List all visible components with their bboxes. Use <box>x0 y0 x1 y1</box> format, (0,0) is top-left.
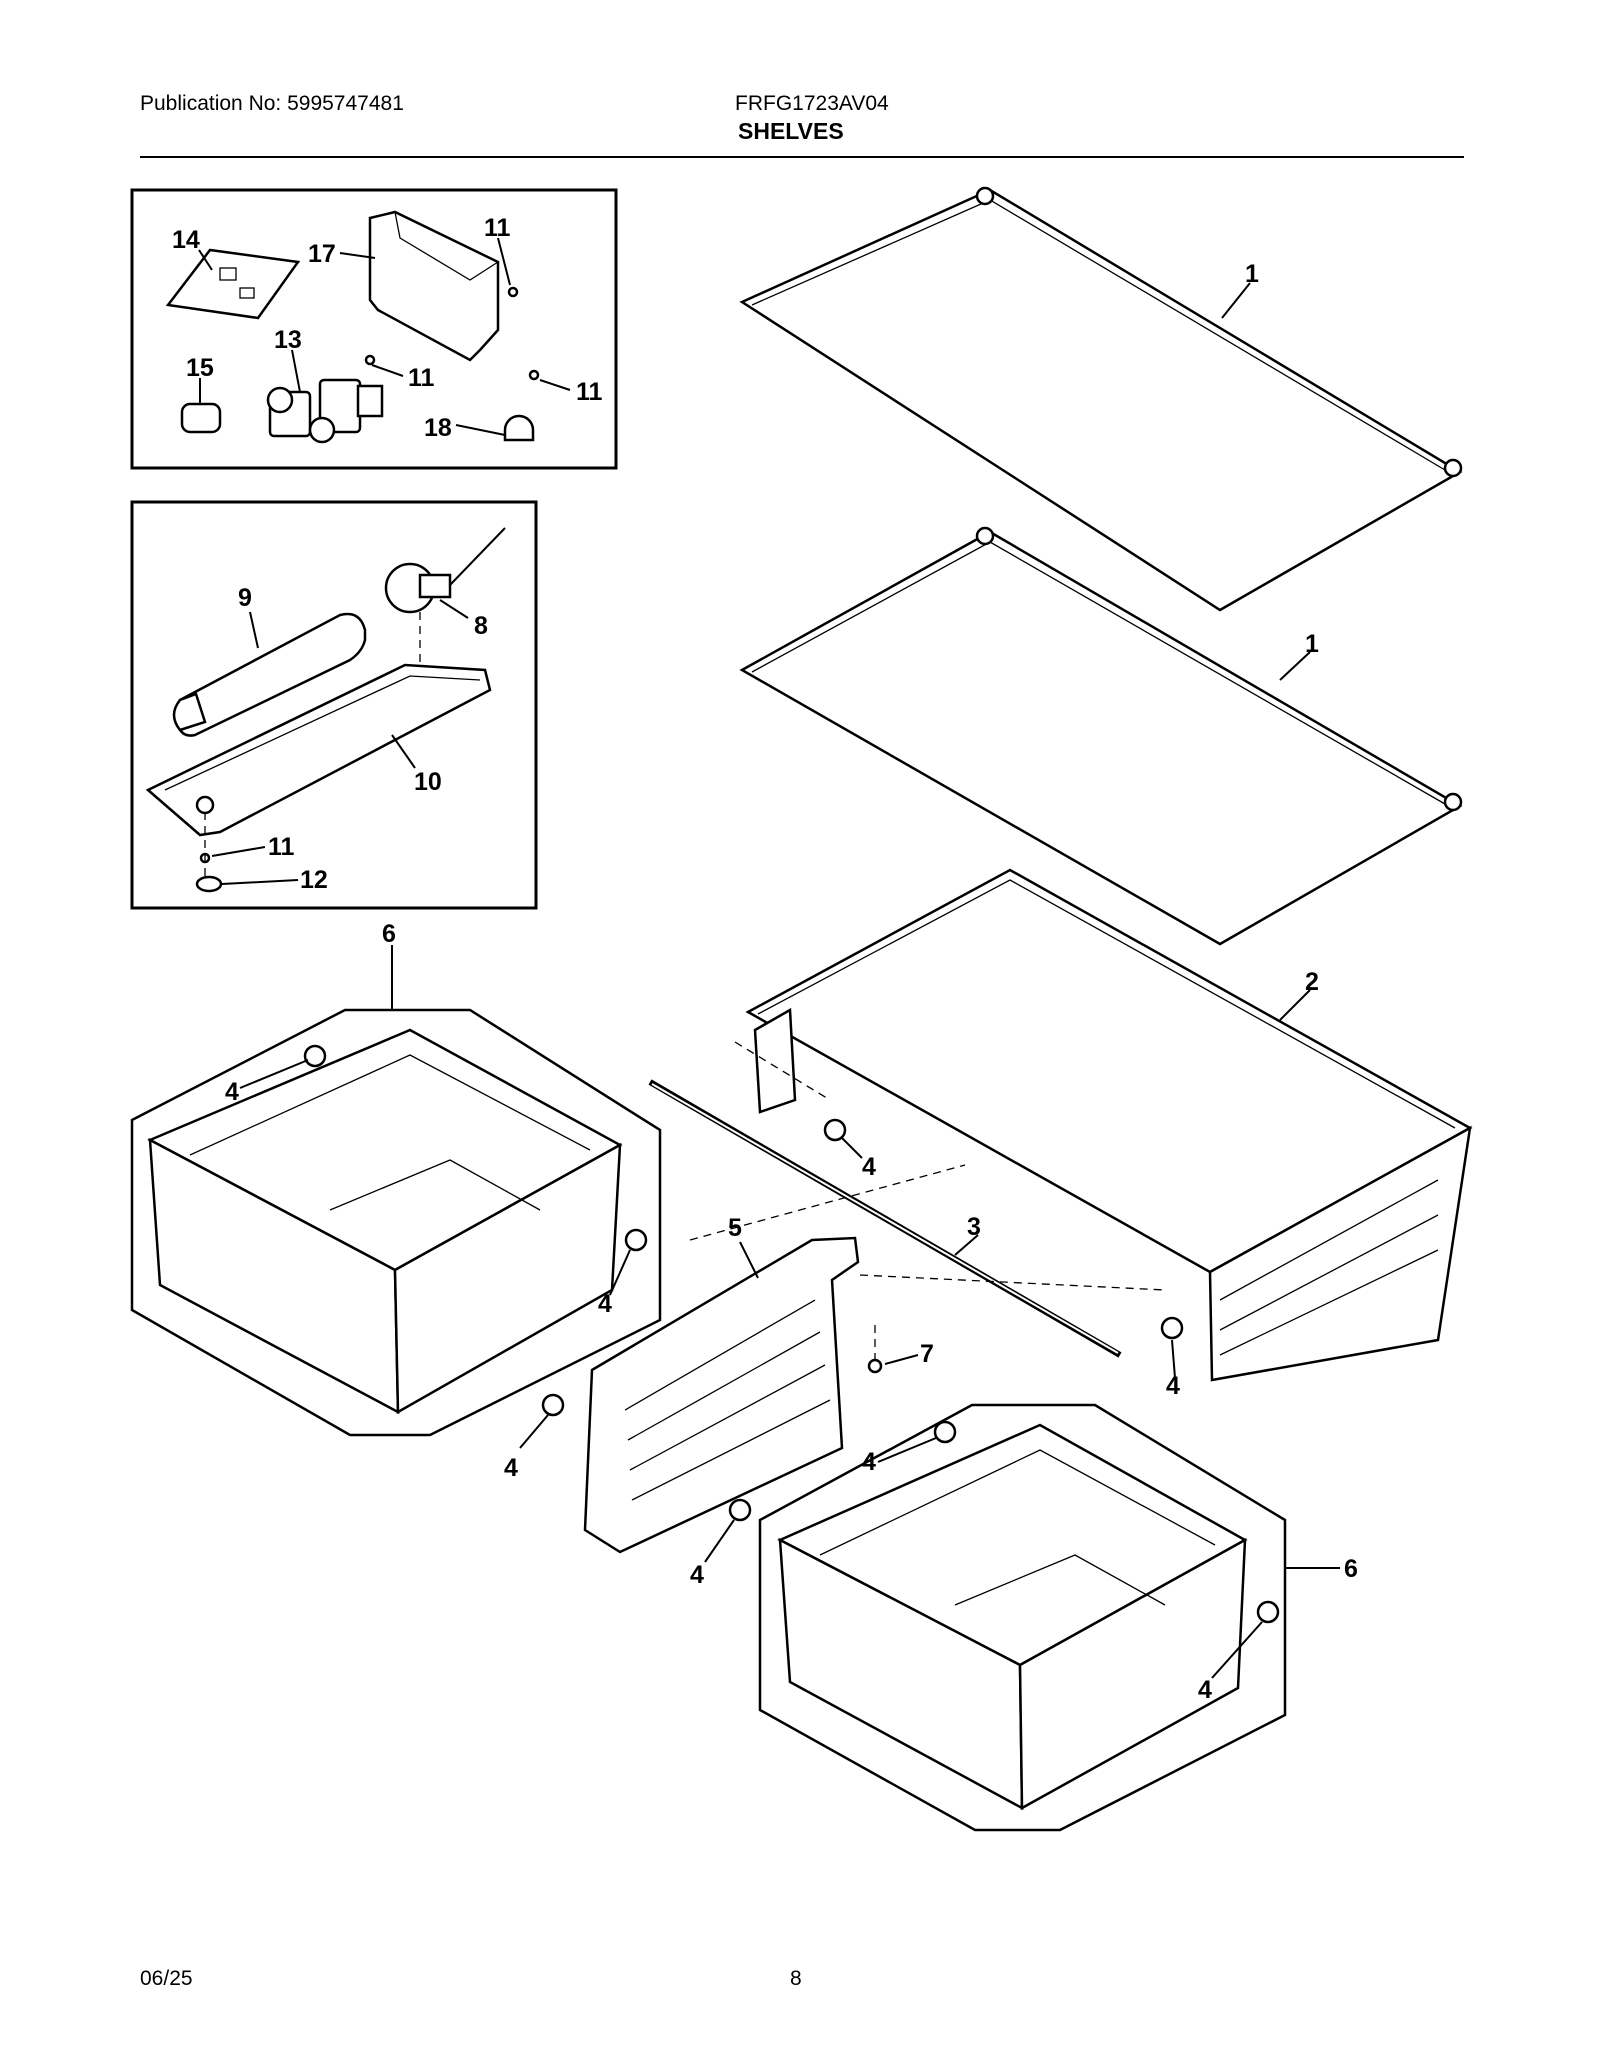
inset-water-filter: 9 8 10 11 12 <box>130 500 538 910</box>
callout-13: 13 <box>274 326 302 354</box>
callout-7: 7 <box>920 1340 934 1368</box>
callout-4: 4 <box>862 1153 876 1181</box>
callout-4: 4 <box>225 1078 239 1106</box>
callout-2: 2 <box>1305 968 1319 996</box>
callout-3: 3 <box>967 1213 981 1241</box>
part-14-plate <box>165 248 301 320</box>
callout-4: 4 <box>690 1561 704 1589</box>
part-9-filter-cartridge <box>172 612 367 737</box>
screw-7 <box>867 1358 883 1374</box>
callout-10: 10 <box>414 768 442 796</box>
callout-12: 12 <box>300 866 328 894</box>
callout-9: 9 <box>238 584 252 612</box>
callout-18: 18 <box>424 414 452 442</box>
callout-1: 1 <box>1305 630 1319 658</box>
part-8-filter-head <box>384 527 506 614</box>
center-divider <box>583 1236 860 1554</box>
part-18-clip <box>503 414 535 442</box>
inset-box-1 <box>130 188 618 470</box>
callout-17: 17 <box>308 240 336 268</box>
callout-4: 4 <box>504 1454 518 1482</box>
callout-11: 11 <box>576 378 603 406</box>
inset-ice-maker-parts: 14 17 11 13 11 11 15 18 <box>130 188 618 470</box>
glass-shelf-upper <box>739 186 1463 612</box>
callout-11: 11 <box>408 364 435 392</box>
callout-6: 6 <box>1344 1555 1358 1583</box>
part-10-filter-tray <box>145 663 492 837</box>
page-title: SHELVES <box>738 118 844 144</box>
header-rule <box>140 156 1464 158</box>
crisper-drawer-right <box>758 1403 1287 1832</box>
divider-strip <box>648 1079 1122 1358</box>
callout-6: 6 <box>382 920 396 948</box>
part-15-clip <box>180 402 222 434</box>
roller-bushings <box>303 1044 1280 1624</box>
part-12-ring <box>195 875 223 893</box>
callout-8: 8 <box>474 612 488 640</box>
callout-14: 14 <box>172 226 200 254</box>
callout-4: 4 <box>862 1448 876 1476</box>
callout-4: 4 <box>1198 1676 1212 1704</box>
part-17-cover <box>368 210 500 362</box>
screw-11 <box>528 369 540 381</box>
publication-number: Publication No: 5995747481 <box>140 92 404 115</box>
callout-4: 4 <box>1166 1372 1180 1400</box>
callout-11: 11 <box>484 214 511 242</box>
crisper-drawer-left <box>130 1008 662 1437</box>
callout-15: 15 <box>186 354 214 382</box>
callout-4: 4 <box>598 1290 612 1318</box>
screw-11 <box>507 286 519 298</box>
model-number: FRFG1723AV04 <box>735 92 889 115</box>
footer-date: 06/25 <box>140 1967 193 1990</box>
callout-11: 11 <box>268 833 295 861</box>
part-13-valve <box>266 378 384 444</box>
inset-box-2 <box>130 500 538 910</box>
page-number: 8 <box>790 1967 802 1990</box>
callout-1: 1 <box>1245 260 1259 288</box>
glass-shelf-middle <box>739 526 1463 946</box>
screw-11 <box>364 354 376 366</box>
crisper-cover-shelf <box>745 868 1473 1382</box>
